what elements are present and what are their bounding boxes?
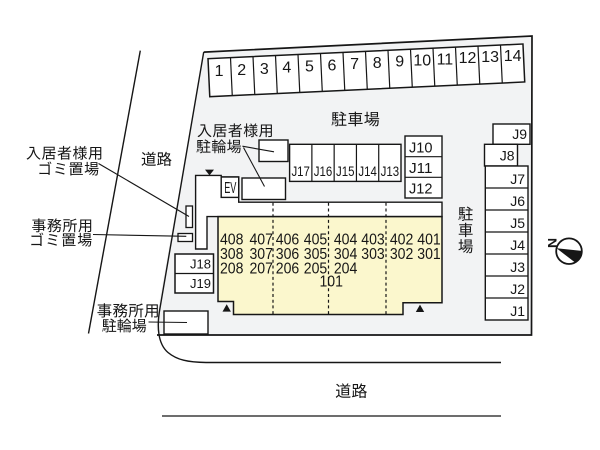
svg-text:207: 207 — [249, 261, 273, 278]
svg-text:N: N — [546, 238, 560, 248]
svg-text:305: 305 — [304, 246, 328, 263]
svg-text:J11: J11 — [409, 160, 433, 177]
svg-text:4: 4 — [282, 60, 291, 77]
svg-text:408: 408 — [220, 232, 244, 249]
svg-text:1: 1 — [215, 63, 224, 80]
svg-text:403: 403 — [361, 232, 385, 249]
svg-text:206: 206 — [276, 261, 300, 278]
svg-text:406: 406 — [276, 232, 300, 249]
svg-text:7: 7 — [350, 56, 359, 73]
svg-text:11: 11 — [437, 51, 454, 68]
svg-text:205: 205 — [304, 261, 328, 278]
svg-text:J2: J2 — [510, 281, 525, 297]
svg-text:J12: J12 — [409, 181, 433, 198]
svg-text:3: 3 — [260, 61, 269, 78]
svg-text:12: 12 — [459, 50, 477, 67]
svg-text:J18: J18 — [190, 257, 211, 272]
svg-text:2: 2 — [237, 62, 246, 79]
svg-text:J8: J8 — [500, 148, 515, 164]
svg-text:J17: J17 — [291, 163, 310, 179]
svg-text:J5: J5 — [510, 215, 525, 231]
svg-text:303: 303 — [361, 246, 385, 263]
svg-text:J10: J10 — [409, 139, 433, 156]
svg-text:204: 204 — [334, 261, 358, 278]
svg-text:J7: J7 — [510, 171, 525, 187]
svg-text:405: 405 — [304, 232, 328, 249]
svg-text:307: 307 — [249, 246, 273, 263]
svg-text:J3: J3 — [510, 259, 525, 275]
svg-text:J13: J13 — [381, 163, 400, 179]
svg-text:304: 304 — [334, 246, 358, 263]
svg-text:306: 306 — [276, 246, 300, 263]
svg-text:J9: J9 — [512, 126, 527, 142]
svg-text:J19: J19 — [190, 276, 211, 291]
svg-text:301: 301 — [417, 246, 441, 263]
svg-text:13: 13 — [481, 49, 499, 66]
svg-text:101: 101 — [319, 274, 343, 291]
svg-text:407: 407 — [249, 232, 273, 249]
svg-text:J14: J14 — [358, 163, 377, 179]
svg-text:8: 8 — [373, 55, 382, 72]
svg-text:5: 5 — [305, 59, 314, 76]
svg-text:401: 401 — [417, 232, 441, 249]
svg-text:EV: EV — [224, 180, 236, 197]
svg-text:302: 302 — [390, 246, 414, 263]
svg-text:J6: J6 — [510, 193, 525, 209]
svg-text:14: 14 — [504, 48, 522, 65]
svg-text:10: 10 — [413, 53, 431, 70]
svg-text:402: 402 — [390, 232, 414, 249]
svg-text:J15: J15 — [336, 163, 355, 179]
svg-text:J4: J4 — [510, 237, 525, 253]
svg-text:208: 208 — [220, 261, 244, 278]
svg-text:308: 308 — [220, 246, 244, 263]
svg-text:9: 9 — [395, 54, 404, 71]
svg-text:J16: J16 — [314, 163, 333, 179]
svg-text:404: 404 — [334, 232, 358, 249]
svg-text:J1: J1 — [510, 303, 525, 319]
svg-text:6: 6 — [328, 57, 337, 74]
